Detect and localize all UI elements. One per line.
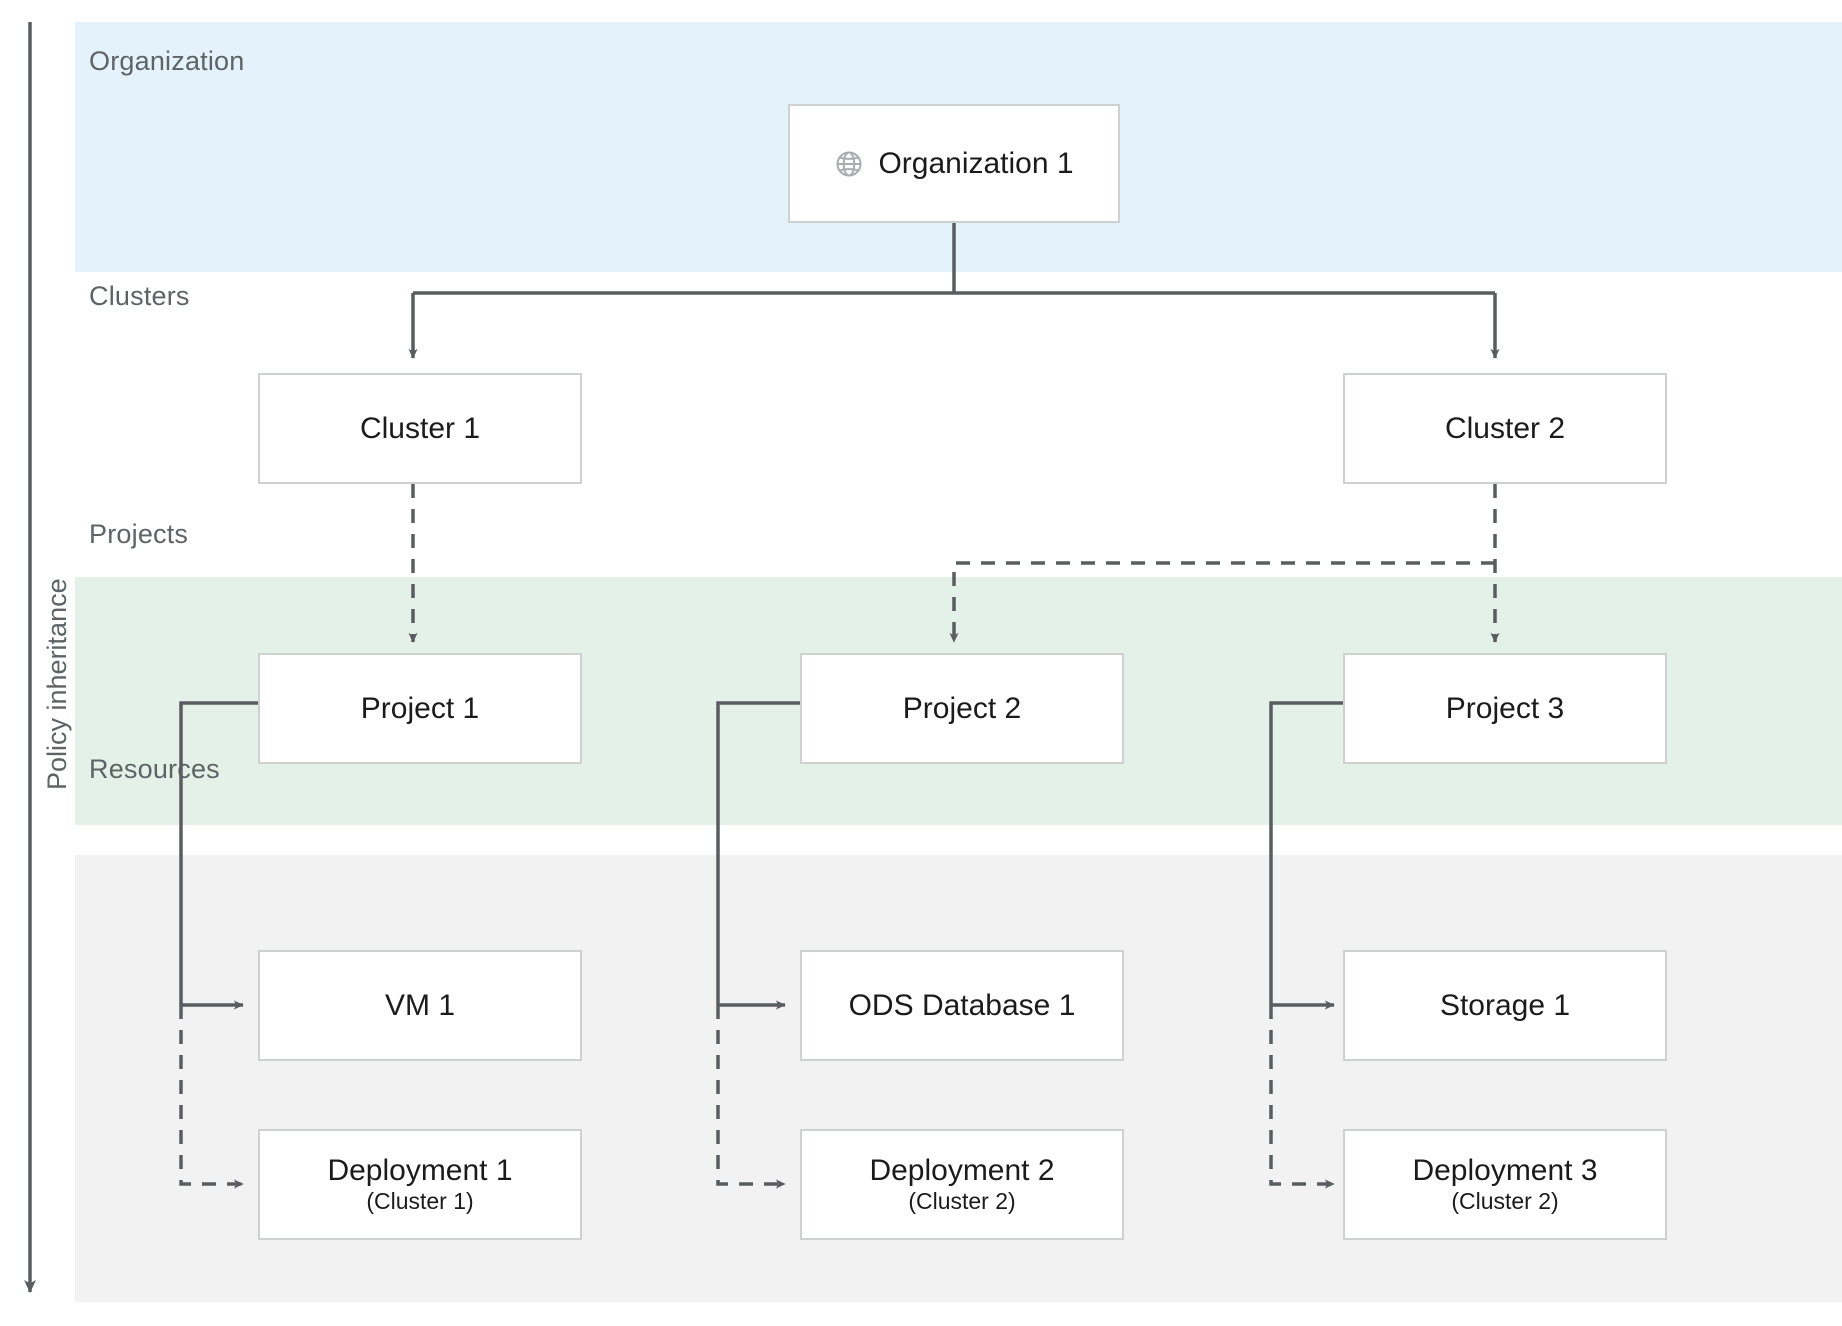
node-label: Storage 1: [1439, 988, 1571, 1022]
node-label: Project 3: [1445, 691, 1565, 725]
node-sublabel: (Cluster 2): [908, 1188, 1016, 1215]
node-storage-1[interactable]: Storage 1: [1343, 950, 1667, 1061]
node-label: VM 1: [384, 988, 456, 1022]
node-label: Project 1: [360, 691, 480, 725]
node-label: Deployment 2: [869, 1153, 1055, 1187]
node-deployment-3[interactable]: Deployment 3 (Cluster 2): [1343, 1129, 1667, 1240]
node-project-3[interactable]: Project 3: [1343, 653, 1667, 764]
band-label-organization: Organization: [89, 46, 245, 76]
node-label: Cluster 1: [359, 411, 481, 445]
node-label: ODS Database 1: [848, 988, 1076, 1022]
node-project-1[interactable]: Project 1: [258, 653, 582, 764]
node-organization-1[interactable]: Organization 1: [788, 104, 1120, 223]
node-deployment-1[interactable]: Deployment 1 (Cluster 1): [258, 1129, 582, 1240]
node-label: Cluster 2: [1444, 411, 1566, 445]
policy-inheritance-label: Policy inheritance: [42, 578, 72, 790]
band-label-resources: Resources: [89, 754, 220, 784]
node-cluster-2[interactable]: Cluster 2: [1343, 373, 1667, 484]
node-cluster-1[interactable]: Cluster 1: [258, 373, 582, 484]
node-deployment-2[interactable]: Deployment 2 (Cluster 2): [800, 1129, 1124, 1240]
node-label: Deployment 3: [1412, 1153, 1598, 1187]
node-ods-database-1[interactable]: ODS Database 1: [800, 950, 1124, 1061]
node-sublabel: (Cluster 1): [366, 1188, 474, 1215]
node-sublabel: (Cluster 2): [1451, 1188, 1559, 1215]
node-project-2[interactable]: Project 2: [800, 653, 1124, 764]
band-label-projects: Projects: [89, 519, 189, 549]
node-vm-1[interactable]: VM 1: [258, 950, 582, 1061]
band-label-clusters: Clusters: [89, 281, 190, 311]
node-label: Organization 1: [878, 146, 1074, 180]
node-label: Deployment 1: [327, 1153, 513, 1187]
globe-icon: [834, 149, 864, 179]
node-label: Project 2: [902, 691, 1022, 725]
